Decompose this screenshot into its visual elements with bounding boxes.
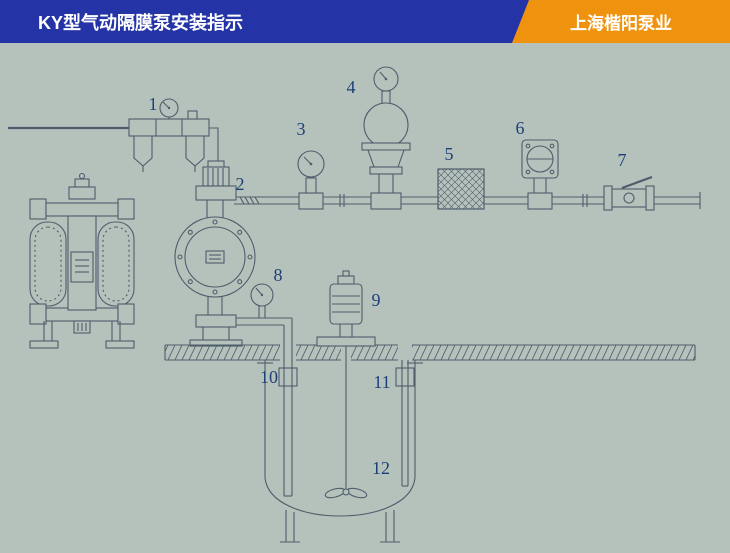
suction-line [236, 283, 298, 497]
suction-gauge [250, 283, 274, 318]
discharge-pressure-gauge [297, 150, 325, 210]
mixer-motor [316, 270, 376, 499]
part-label-5: 5 [445, 144, 454, 164]
pulsation-dampener [361, 66, 411, 210]
pipe-clamp-icon [395, 367, 415, 387]
part-label-8: 8 [274, 265, 283, 285]
diaphragm-pump-side-view [174, 160, 256, 347]
mixing-tank [257, 360, 423, 543]
header-bar: KY型气动隔膜泵安装指示 上海楷阳泵业 [0, 0, 730, 43]
propeller-icon [324, 487, 368, 499]
page-title: KY型气动隔膜泵安装指示 [38, 12, 244, 33]
part-label-3: 3 [297, 119, 306, 139]
flow-meter [521, 139, 559, 210]
part-labels: 1 2 3 4 5 6 7 8 9 10 11 12 [149, 77, 627, 478]
part-label-11: 11 [373, 372, 390, 392]
floor [164, 343, 696, 362]
brand-ribbon: 上海楷阳泵业 [512, 0, 730, 43]
part-label-7: 7 [618, 150, 627, 170]
valve-handle-icon [621, 175, 653, 190]
part-label-9: 9 [372, 290, 381, 310]
diaphragm-pump-front-view [29, 172, 135, 349]
inline-filter [437, 168, 485, 210]
support-rod [395, 360, 415, 487]
part-label-10: 10 [260, 367, 278, 387]
air-filter-regulator-unit [128, 98, 219, 172]
part-label-6: 6 [516, 118, 525, 138]
pump-nameplate [70, 251, 94, 283]
pipe-clamp-icon [278, 367, 298, 387]
tank-legs [280, 510, 400, 543]
part-label-12: 12 [372, 458, 390, 478]
part-label-4: 4 [347, 77, 356, 97]
flex-hose-section [239, 196, 260, 205]
part-label-1: 1 [149, 94, 158, 114]
discharge-valve [603, 175, 655, 211]
muffler-icon [202, 166, 230, 187]
pump-nameplate [205, 250, 225, 264]
part-label-2: 2 [236, 174, 245, 194]
pipe-union-icon [339, 194, 588, 207]
brand-name: 上海楷阳泵业 [570, 14, 672, 33]
